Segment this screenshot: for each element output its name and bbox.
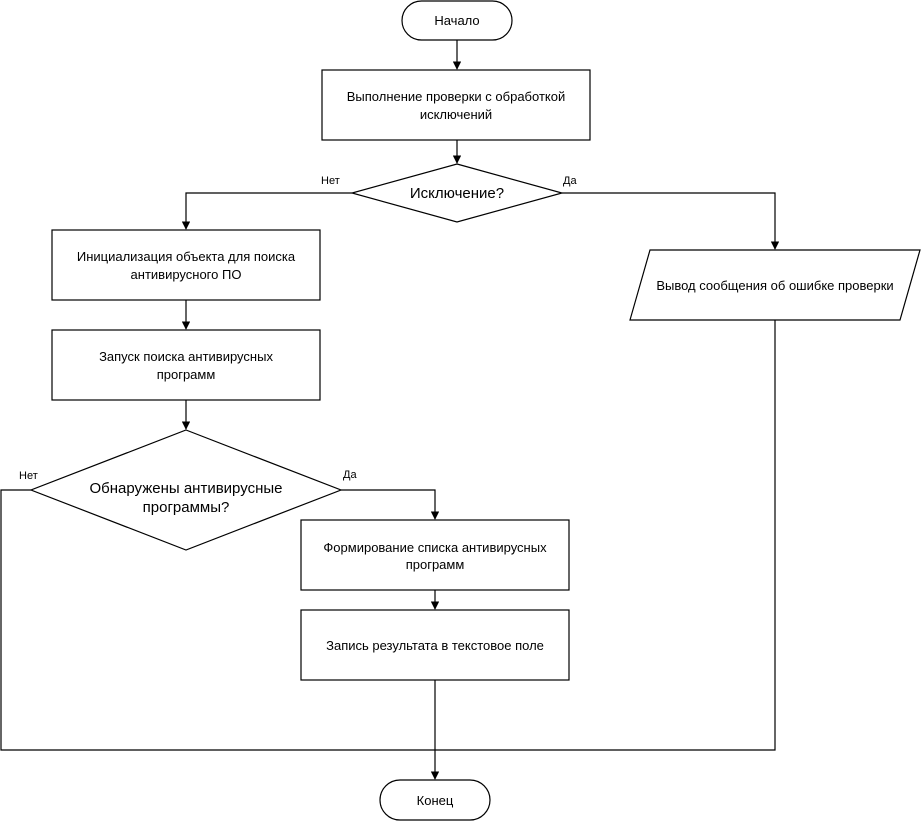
launch-label-line-1: Запуск поиска антивирусных bbox=[99, 349, 273, 364]
error-output-label: Вывод сообщения об ошибке проверки bbox=[656, 278, 893, 293]
check-process-box bbox=[321, 69, 591, 141]
write-result-label: Запись результата в текстовое поле bbox=[326, 638, 544, 653]
edge-labels: Нет Да Нет Да bbox=[19, 175, 577, 482]
node-start: Начало bbox=[401, 0, 513, 41]
node-init: Инициализация объекта для поиска антивир… bbox=[51, 229, 321, 301]
edge-exception-yes-to-error bbox=[562, 192, 780, 250]
launch-process-box bbox=[51, 329, 321, 401]
found-label-line-1: Обнаружены антивирусные bbox=[90, 480, 283, 497]
node-end: Конец bbox=[379, 779, 491, 821]
end-terminator-shape bbox=[379, 779, 491, 821]
exception-decision-diamond bbox=[349, 163, 565, 223]
node-exception: Исключение? bbox=[349, 163, 565, 223]
form-list-label-line-2: программ bbox=[406, 557, 465, 572]
edge-error-to-end bbox=[435, 320, 776, 751]
write-result-process-box bbox=[300, 609, 570, 681]
edges bbox=[0, 40, 780, 780]
node-found: Обнаружены антивирусные программы? bbox=[29, 429, 343, 551]
node-launch: Запуск поиска антивирусных программ bbox=[51, 329, 321, 401]
node-check: Выполнение проверки с обработкой исключе… bbox=[321, 69, 591, 141]
form-list-process-box bbox=[300, 519, 570, 591]
edge-label-exception-no: Нет bbox=[321, 175, 340, 187]
init-process-box bbox=[51, 229, 321, 301]
launch-label-line-2: программ bbox=[157, 367, 216, 382]
edge-label-exception-yes: Да bbox=[563, 175, 577, 187]
init-label-line-1: Инициализация объекта для поиска bbox=[77, 249, 296, 264]
edge-label-found-yes: Да bbox=[343, 469, 357, 481]
found-label-line-2: программы? bbox=[143, 499, 230, 516]
edge-found-no-to-end bbox=[0, 489, 435, 751]
form-list-label-line-1: Формирование списка антивирусных bbox=[323, 540, 547, 555]
start-terminator-shape bbox=[401, 0, 513, 41]
edge-found-yes-to-form-list bbox=[341, 489, 440, 520]
check-label-line-2: исключений bbox=[420, 107, 492, 122]
edge-label-found-no: Нет bbox=[19, 470, 38, 482]
start-label: Начало bbox=[434, 13, 479, 28]
found-decision-diamond bbox=[29, 429, 343, 551]
exception-label: Исключение? bbox=[410, 185, 504, 202]
end-label: Конец bbox=[417, 793, 454, 808]
node-write-result: Запись результата в текстовое поле bbox=[300, 609, 570, 681]
edge-exception-no-to-init bbox=[181, 192, 352, 230]
error-output-parallelogram bbox=[629, 249, 921, 321]
node-form-list: Формирование списка антивирусных програм… bbox=[300, 519, 570, 591]
node-error-output: Вывод сообщения об ошибке проверки bbox=[629, 249, 921, 321]
check-label-line-1: Выполнение проверки с обработкой bbox=[347, 89, 565, 104]
init-label-line-2: антивирусного ПО bbox=[131, 267, 242, 282]
